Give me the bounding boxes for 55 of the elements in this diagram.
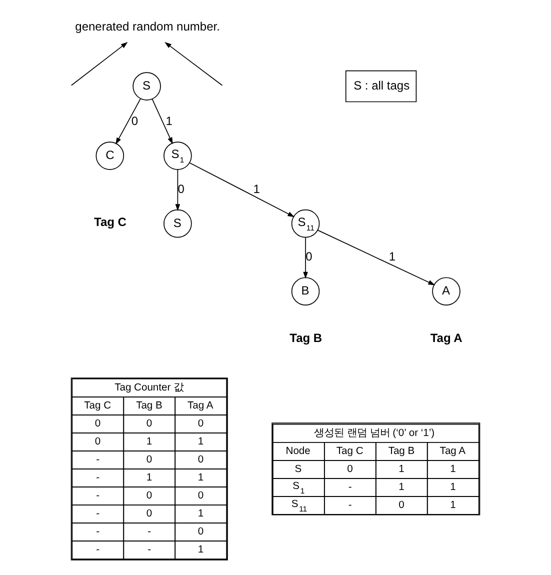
label: S$_{11}$ xyxy=(291,499,308,514)
label: Tag A xyxy=(440,446,466,458)
edge-label: 0 xyxy=(131,114,138,128)
label: 0 xyxy=(198,454,204,466)
label: 0 xyxy=(94,436,101,448)
label: 1 xyxy=(450,500,456,512)
label: - xyxy=(348,482,352,494)
label: 생성된 랜덤 넘버 (‘0’ or ‘1’) xyxy=(314,428,435,440)
node-text: generated random number. xyxy=(75,19,220,34)
label: 0 xyxy=(146,508,152,520)
label: - xyxy=(96,544,100,556)
label: 1 xyxy=(198,544,204,556)
label: 1 xyxy=(398,464,404,476)
label: - xyxy=(148,526,152,538)
label: Tag B xyxy=(136,400,162,412)
label: Tag Counter 값 xyxy=(114,382,184,394)
label: - xyxy=(148,544,152,556)
node-label: Tag A xyxy=(430,331,462,346)
label: S xyxy=(294,464,302,476)
edge-label: 1 xyxy=(253,182,260,196)
edge-label: 1 xyxy=(166,114,172,128)
label: 0 xyxy=(398,500,404,512)
label: 1 xyxy=(198,472,204,484)
label: S$_{1}$ xyxy=(292,481,305,496)
label: - xyxy=(348,500,352,512)
label: - xyxy=(96,472,100,484)
label: 1 xyxy=(398,482,404,494)
label: 0 xyxy=(94,418,101,430)
label: Tag A xyxy=(188,400,214,412)
label: 0 xyxy=(198,526,204,538)
label: Tag C xyxy=(336,446,364,458)
node-label: Tag C xyxy=(94,214,126,229)
node-label: Tag B xyxy=(290,331,322,346)
label: Tag C xyxy=(84,400,112,412)
label: 1 xyxy=(450,482,456,494)
label: - xyxy=(96,508,100,520)
label: 0 xyxy=(146,454,152,466)
label: 0 xyxy=(146,490,152,502)
label: Tag B xyxy=(388,446,415,458)
label: 0 xyxy=(347,464,353,476)
edge-label: 0 xyxy=(178,182,184,196)
label: 0 xyxy=(198,418,204,430)
label: 1 xyxy=(146,472,152,484)
label: 1 xyxy=(198,436,204,448)
label: 1 xyxy=(450,464,456,476)
label: 0 xyxy=(198,490,204,502)
label: - xyxy=(96,526,100,538)
label: 1 xyxy=(146,436,152,448)
label: 0 xyxy=(146,418,152,430)
label: 1 xyxy=(198,508,204,520)
label: Node xyxy=(286,446,310,458)
edge-label: 0 xyxy=(306,250,312,264)
label: - xyxy=(96,454,100,466)
edge-label: 1 xyxy=(388,250,396,264)
label: - xyxy=(96,490,100,502)
